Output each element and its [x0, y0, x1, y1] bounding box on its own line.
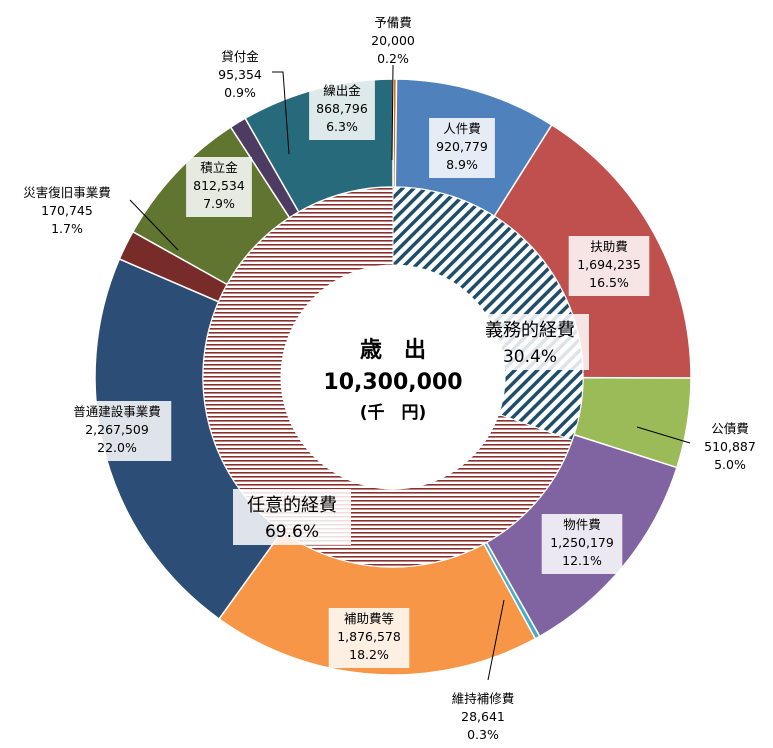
- slice-label-10: 貸付金 95,354 0.9%: [218, 49, 262, 100]
- slice-label-6: 補助費等 1,876,578 18.2%: [328, 608, 410, 668]
- slice-label-value-8: 170,745: [41, 203, 93, 218]
- slice-label-4: 物件費 1,250,179 12.1%: [541, 514, 623, 574]
- slice-labels: 予備費 20,000 0.2% 人件費 920,779 8.9% 扶助費 1,694,235 1…: [23, 15, 756, 742]
- slice-label-value-5: 28,641: [461, 709, 505, 724]
- center-unit: (千 円): [360, 403, 427, 423]
- slice-label-name-6: 補助費等: [344, 611, 394, 626]
- leader-line-3: [636, 426, 691, 444]
- slice-label-name-0: 予備費: [374, 15, 412, 30]
- inner-label-box-0: [471, 314, 589, 370]
- slice-label-name-9: 積立金: [200, 160, 238, 175]
- slice-label-7: 普通建設事業費 2,267,509 22.0%: [62, 401, 172, 461]
- slice-label-name-8: 災害復旧事業費: [23, 185, 111, 200]
- center-label: 歳 出 10,300,000 (千 円): [323, 338, 462, 423]
- slice-label-0: 予備費 20,000 0.2%: [371, 15, 415, 66]
- leader-lines: [129, 64, 691, 681]
- center-total: 10,300,000: [323, 370, 462, 395]
- slice-label-percent-5: 0.3%: [467, 727, 499, 742]
- slice-label-percent-0: 0.2%: [377, 51, 409, 66]
- inner-ring: [202, 186, 584, 568]
- slice-label-percent-4: 12.1%: [562, 553, 602, 568]
- slice-label-value-2: 1,694,235: [577, 257, 641, 272]
- slice-label-percent-1: 8.9%: [446, 157, 478, 172]
- slice-label-percent-9: 7.9%: [203, 196, 235, 211]
- inner-label-percent-0: 30.4%: [503, 347, 557, 367]
- slice-label-name-11: 繰出金: [323, 83, 361, 98]
- leader-line-8: [129, 199, 179, 251]
- slice-label-value-10: 95,354: [218, 67, 262, 82]
- slice-label-value-0: 20,000: [371, 33, 415, 48]
- slice-label-value-3: 510,887: [704, 439, 756, 454]
- leader-line-5: [487, 599, 505, 681]
- slice-label-8: 災害復旧事業費 170,745 1.7%: [23, 185, 111, 236]
- slice-label-percent-8: 1.7%: [51, 221, 83, 236]
- slice-label-percent-7: 22.0%: [97, 440, 137, 455]
- slice-label-name-7: 普通建設事業費: [73, 404, 161, 419]
- slice-label-value-6: 1,876,578: [337, 629, 401, 644]
- slice-label-value-11: 868,796: [316, 101, 368, 116]
- slice-label-value-9: 812,534: [193, 178, 245, 193]
- slice-label-box-4: [541, 514, 623, 574]
- slice-label-value-7: 2,267,509: [85, 422, 149, 437]
- slice-label-name-2: 扶助費: [590, 239, 628, 254]
- slice-label-box-7: [62, 401, 172, 461]
- slice-label-9: 積立金 812,534 7.9%: [186, 157, 252, 217]
- slice-label-percent-2: 16.5%: [589, 275, 629, 290]
- slice-label-value-4: 1,250,179: [550, 535, 614, 550]
- slice-label-1: 人件費 920,779 8.9%: [429, 118, 495, 178]
- slice-label-percent-11: 6.3%: [326, 119, 358, 134]
- inner-label-0: 義務的経費 30.4%: [471, 314, 589, 370]
- slice-label-box-11: [309, 80, 375, 140]
- leader-line-0: [391, 64, 394, 161]
- slice-label-box-1: [429, 118, 495, 178]
- inner-label-1: 任意的経費 69.6%: [233, 489, 351, 545]
- slice-label-percent-6: 18.2%: [349, 647, 389, 662]
- inner-label-name-0: 義務的経費: [485, 320, 575, 341]
- slice-label-name-10: 貸付金: [221, 49, 259, 64]
- inner-label-box-1: [233, 489, 351, 545]
- donut-hole: [281, 265, 505, 489]
- slice-label-5: 維持補修費 28,641 0.3%: [452, 691, 515, 742]
- center-title: 歳 出: [360, 338, 426, 363]
- slice-label-value-1: 920,779: [436, 139, 488, 154]
- inner-label-percent-1: 69.6%: [265, 522, 319, 542]
- slice-label-name-1: 人件費: [443, 121, 481, 136]
- slice-label-11: 繰出金 868,796 6.3%: [309, 80, 375, 140]
- leader-line-10: [272, 71, 290, 155]
- slice-label-3: 公債費 510,887 5.0%: [704, 421, 756, 472]
- slice-label-box-2: [568, 236, 650, 296]
- inner-label-name-1: 任意的経費: [247, 495, 337, 516]
- slice-label-name-4: 物件費: [563, 517, 601, 532]
- slice-label-percent-10: 0.9%: [224, 85, 256, 100]
- slice-label-box-9: [186, 157, 252, 217]
- slice-label-box-6: [328, 608, 410, 668]
- slice-label-2: 扶助費 1,694,235 16.5%: [568, 236, 650, 296]
- slice-label-name-5: 維持補修費: [452, 691, 515, 706]
- slice-label-percent-3: 5.0%: [714, 457, 746, 472]
- slice-label-name-3: 公債費: [711, 421, 749, 436]
